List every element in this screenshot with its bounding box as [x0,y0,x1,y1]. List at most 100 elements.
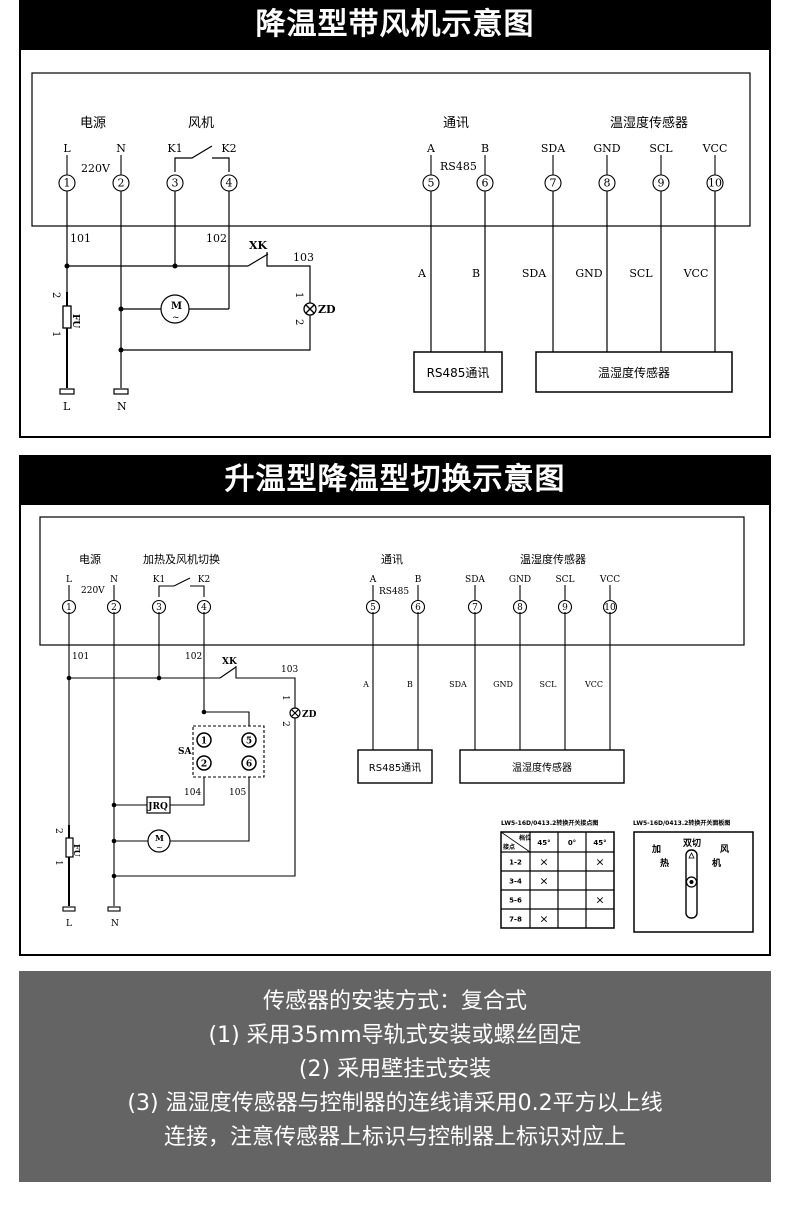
notes-line-3: (2) 采用壁挂式安装 [298,1057,492,1082]
panel2-diagram: 电源 加热及风机切换 通讯 温湿度传感器 L1N2K13K24A5B6SDA7G… [39,516,754,933]
bus-label: VCC [683,267,709,280]
terminal-label: SCL [555,575,574,585]
bus-label: GND [575,267,602,280]
panel1-fuse-icon [62,305,72,329]
panel2-ground-L: L [66,919,72,929]
panel1-circuit [66,192,311,388]
sa-contact [196,732,212,748]
corner-bottom: 接点 [502,843,515,851]
panel1-lamp-pin1: 1 [293,292,304,298]
panel1-terminal-block-icons [59,388,129,395]
table-row-contact: 7-8 [509,916,522,924]
bus-label: B [407,680,413,689]
table-cell: × [539,856,548,869]
table-row-contact: 1-2 [509,859,522,867]
terminal-number: 4 [226,177,233,190]
table-header: 0° [568,839,576,847]
terminal-label: N [116,142,126,155]
terminal-number: 10 [708,177,722,190]
terminal-number: 8 [604,177,611,190]
panel2-sa-label: SA [178,747,192,757]
panel2-group-comm: 通讯 [381,553,403,566]
terminal-label: B [481,142,489,155]
terminal-number: 1 [64,177,71,190]
panel1-ground-L: L [63,400,71,413]
terminal-label: SDA [541,142,566,155]
terminal-label: N [110,575,118,585]
terminal-number: 5 [370,603,376,613]
panel2-rs485-box: RS485通讯 [369,762,421,774]
switch-panel-view [633,831,754,933]
panel1-fuse-label: FU [70,314,80,328]
panel1-bus-wires [413,192,733,393]
panel2-lamp-icon [289,707,301,719]
panel2-fuse-label: FU [72,844,82,857]
panel1-rs485-box: RS485通讯 [427,366,490,380]
terminal-label: GND [509,575,531,585]
panel2-sensor-box: 温湿度传感器 [512,761,572,774]
terminal-label: K1 [167,142,182,155]
svg-text:M: M [155,833,164,843]
terminal-label: A [426,142,436,155]
panel1-diagram: 电源 风机 通讯 温湿度传感器 L1N2K13K24A5B6SDA7GND8SC… [31,72,751,413]
panel1-rs485-label: RS485 [440,160,477,173]
panel1-voltage: 220V [81,162,111,175]
panel1-switch-label: XK [249,239,268,252]
bus-label: SDA [449,680,467,689]
panel1-fuse-pin2: 2 [50,292,61,298]
svg-text:~: ~ [156,843,163,852]
table-row-contact: 5-6 [509,897,522,905]
corner-diagonal [500,831,531,853]
panel1-wire-101: 101 [70,232,91,245]
terminal-label: K2 [198,575,210,585]
panel2-fuse-icon [65,837,74,858]
notes-line-1: 传感器的安装方式：复合式 [262,989,527,1014]
sa-contact-number: 1 [201,737,207,747]
panel2-fuse-pin2: 2 [53,828,63,834]
table-cell: × [539,875,548,888]
terminal-label: L [66,575,72,585]
bus-label: SCL [629,267,653,280]
panel2-wire-104: 104 [184,788,201,798]
switch-pointer-icon [688,852,695,859]
installation-notes: 传感器的安装方式：复合式 (1) 采用35mm导轨式安装或螺丝固定 (2) 采用… [19,971,771,1182]
sa-contact-number: 5 [246,737,252,747]
panel2-wire-105: 105 [229,788,246,798]
panel2-bus-wires [357,612,625,784]
panel2-heater-label: JRQ [147,802,168,812]
terminal-label: K1 [153,575,165,585]
terminal-number: 2 [111,603,117,613]
panel2-rs485-label: RS485 [379,587,409,597]
terminal-label: SCL [649,142,673,155]
panel1-sensor-box: 温湿度传感器 [598,365,670,380]
panel2-junctions [66,675,207,879]
bus-label: SCL [540,680,558,689]
svg-text:M: M [171,301,182,312]
terminal-label: A [369,575,377,585]
panel1-group-fan: 风机 [188,116,214,131]
panel2-voltage: 220V [81,586,105,596]
panel1-group-comm: 通讯 [443,116,469,131]
panel2-motor-icon: M ~ [147,829,171,853]
sa-contact-number: 2 [201,760,207,770]
terminal-label: SDA [465,575,485,585]
terminal-label: L [63,142,71,155]
terminal-number: 6 [482,177,489,190]
panel2-ground-N: N [111,919,119,929]
panel-view-right-2: 机 [712,857,721,869]
terminal-number: 9 [658,177,665,190]
bus-label: VCC [584,680,603,689]
terminal-number: 9 [562,603,568,613]
panel2-wire-103: 103 [281,665,298,675]
panel2-lamp-label: ZD [302,710,317,720]
panel2-group-switch: 加热及风机切换 [143,552,220,566]
terminal-number: 7 [472,603,478,613]
panel1-wire-103: 103 [293,251,314,264]
corner-top: 档位 [518,834,531,842]
terminal-number: 3 [156,603,162,613]
panel1-ground-N: N [117,400,127,413]
